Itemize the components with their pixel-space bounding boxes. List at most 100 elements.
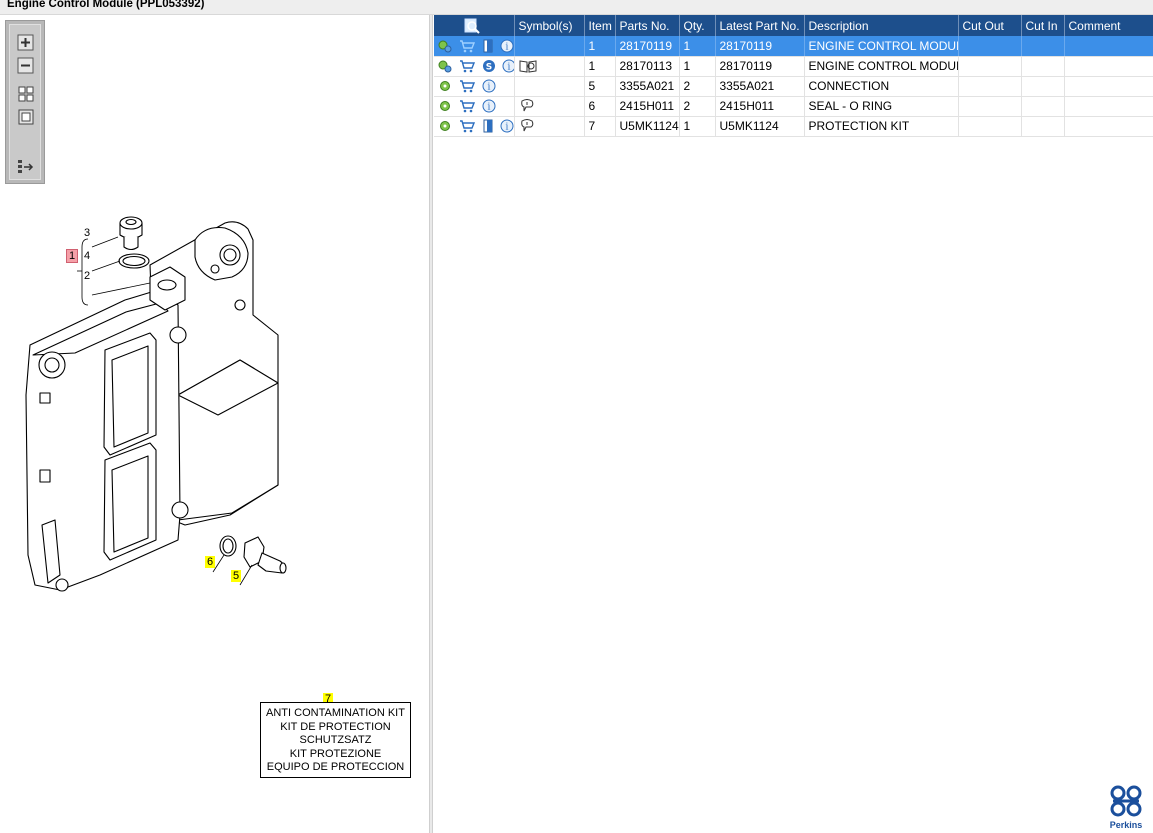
row-latest-part-no: 2415H011 [715, 96, 805, 117]
row-symbol [514, 96, 585, 117]
row-cut-out [958, 36, 1022, 57]
cart-icon[interactable] [459, 59, 476, 73]
column-header-cut-in[interactable]: Cut In [1021, 15, 1065, 36]
column-header-part-no[interactable]: Parts No. [615, 15, 680, 36]
row-qty: 2 [679, 76, 716, 97]
svg-text:i: i [487, 103, 490, 113]
column-header-symbols[interactable]: Symbol(s) [514, 15, 585, 36]
gears-icon[interactable] [437, 39, 453, 53]
row-action-icons: i [434, 96, 515, 117]
table-row[interactable]: i 5 3355A021 2 3355A021 CONNECTION [434, 76, 1153, 97]
row-cut-out [958, 96, 1022, 117]
column-header-qty[interactable]: Qty. [679, 15, 716, 36]
ecm-exploded-diagram [25, 216, 329, 730]
perkins-wordmark: Perkins [1109, 820, 1143, 830]
s-badge-icon[interactable]: S [482, 59, 496, 73]
callout-3[interactable]: 3 [84, 227, 91, 239]
table-row[interactable]: i 1 28170119 1 28170119 ENGINE CONTROL M… [434, 36, 1153, 57]
row-item: 7 [584, 116, 616, 137]
callout-5[interactable]: 5 [231, 570, 242, 582]
row-item: 1 [584, 56, 616, 77]
row-cut-in [1021, 56, 1065, 77]
row-description: ENGINE CONTROL MODULE [804, 36, 959, 57]
row-qty: 1 [679, 36, 716, 57]
svg-text:S: S [485, 63, 491, 73]
row-cut-in [1021, 96, 1065, 117]
parts-table-pane: Symbol(s) Item Parts No. Qty. Latest Par… [434, 15, 1153, 833]
search-document-icon[interactable] [463, 18, 481, 34]
cart-icon[interactable] [459, 119, 476, 133]
kit-label-line: SCHUTZSATZ [299, 734, 372, 746]
cart-icon[interactable] [459, 39, 476, 53]
callout-6[interactable]: 6 [205, 556, 216, 568]
drawing-pane[interactable]: 3 1 4 2 6 5 7 ANTI CONTAMINATION KIT KIT… [0, 15, 430, 833]
zoom-in-icon[interactable] [16, 34, 36, 52]
document-icon[interactable] [482, 39, 494, 53]
row-qty: 2 [679, 96, 716, 117]
row-description: ENGINE CONTROL MODULE [804, 56, 959, 77]
row-part-no[interactable]: 2415H011 [615, 96, 680, 117]
gear-icon[interactable] [437, 79, 453, 93]
table-row[interactable]: i 7 U5MK1124 1 U5MK1124 PROTECTION KIT [434, 116, 1153, 137]
window-titlebar: Engine Control Module (PPL053392) [0, 0, 1153, 15]
window-title: Engine Control Module (PPL053392) [7, 0, 205, 10]
row-latest-part-no: 3355A021 [715, 76, 805, 97]
row-action-icons: i [434, 116, 515, 137]
column-header-comment[interactable]: Comment [1064, 15, 1153, 36]
kit-label-line: ANTI CONTAMINATION KIT [266, 707, 405, 719]
row-part-no[interactable]: 28170119 [615, 36, 680, 57]
kit-label-line: EQUIPO DE PROTECCION [266, 761, 405, 773]
perkins-logo: Perkins [1105, 784, 1147, 830]
row-comment [1064, 116, 1153, 137]
svg-text:i: i [506, 43, 509, 53]
zoom-fit-icon[interactable] [16, 85, 36, 103]
gear-icon[interactable] [437, 119, 453, 133]
svg-text:i: i [487, 83, 490, 93]
row-cut-out [958, 56, 1022, 77]
callout-2[interactable]: 2 [84, 270, 91, 282]
callout-7[interactable]: 7 [323, 693, 334, 705]
row-symbol [514, 116, 585, 137]
row-comment [1064, 76, 1153, 97]
callout-4[interactable]: 4 [84, 250, 91, 262]
row-latest-part-no: U5MK1124 [715, 116, 805, 137]
row-action-icons: i [434, 36, 515, 57]
info-icon[interactable]: i [500, 39, 514, 53]
info-icon[interactable]: i [482, 79, 496, 93]
row-part-no[interactable]: U5MK1124 [615, 116, 680, 137]
zoom-toolbar [5, 20, 45, 184]
column-header-description[interactable]: Description [804, 15, 959, 36]
column-header-item[interactable]: Item [584, 15, 616, 36]
row-item: 6 [584, 96, 616, 117]
info-icon[interactable]: i [502, 59, 514, 73]
kit-label-line: KIT DE PROTECTION [280, 720, 391, 733]
row-part-no[interactable]: 3355A021 [615, 76, 680, 97]
row-comment [1064, 36, 1153, 57]
row-symbol [514, 56, 585, 77]
export-icon[interactable] [16, 158, 36, 176]
speech-bubble-icon [520, 119, 533, 132]
cart-icon[interactable] [459, 79, 476, 93]
table-row[interactable]: S i 1 28170113 1 28170119 ENGINE CONTROL… [434, 56, 1153, 77]
cart-icon[interactable] [459, 99, 476, 113]
row-description: SEAL - O RING [804, 96, 959, 117]
zoom-window-icon[interactable] [16, 108, 36, 126]
row-latest-part-no: 28170119 [715, 36, 805, 57]
row-action-icons: S i [434, 56, 515, 77]
column-header-latest-part-no[interactable]: Latest Part No. [715, 15, 805, 36]
parts-table: Symbol(s) Item Parts No. Qty. Latest Par… [434, 15, 1153, 137]
info-icon[interactable]: i [482, 99, 496, 113]
zoom-out-icon[interactable] [16, 57, 36, 75]
info-icon[interactable]: i [500, 119, 514, 133]
column-header-cut-out[interactable]: Cut Out [958, 15, 1022, 36]
callout-1[interactable]: 1 [66, 249, 79, 263]
table-row[interactable]: i 6 2415H011 2 2415H011 SEAL - O RING [434, 96, 1153, 117]
document-icon[interactable] [482, 119, 494, 133]
row-cut-out [958, 76, 1022, 97]
pane-splitter[interactable] [430, 15, 433, 833]
gear-icon[interactable] [437, 99, 453, 113]
gears-icon[interactable] [437, 59, 453, 73]
row-part-no[interactable]: 28170113 [615, 56, 680, 77]
column-header-tools[interactable] [434, 15, 515, 36]
row-qty: 1 [679, 116, 716, 137]
